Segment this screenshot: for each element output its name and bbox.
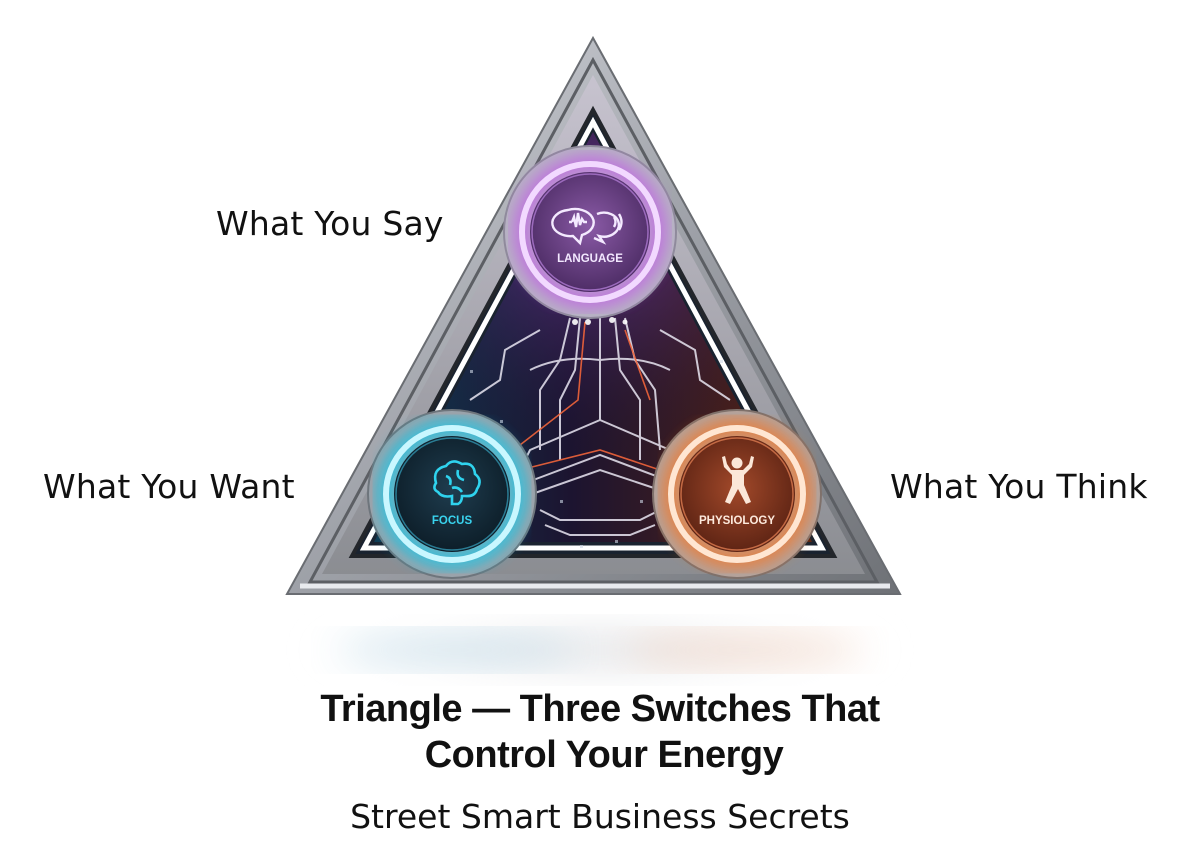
triangle-diagram: LANGUAGE FOCUS PHYSIOL [285,35,902,680]
focus-label: FOCUS [432,515,473,527]
triangle-graphic: LANGUAGE FOCUS PHYSIOL [285,35,902,680]
focus-node[interactable]: FOCUS [367,409,537,579]
physiology-node[interactable]: PHYSIOLOGY [652,409,822,579]
speech-bubbles-sound-icon [551,207,623,246]
label-what-you-think: What You Think [890,467,1148,506]
person-flexing-icon [722,456,754,504]
label-what-you-say: What You Say [216,204,444,243]
title-line-2: Control Your Energy [424,734,784,776]
language-node[interactable]: LANGUAGE [503,145,677,319]
subtitle: Street Smart Business Secrets [350,797,850,836]
page-title: Triangle — Three Switches That Control Y… [0,686,1200,778]
label-what-you-want: What You Want [43,467,295,506]
physiology-label: PHYSIOLOGY [699,515,775,527]
title-line-1: Triangle — Three Switches That [320,688,880,730]
brain-icon [433,460,481,506]
language-label: LANGUAGE [557,253,623,265]
